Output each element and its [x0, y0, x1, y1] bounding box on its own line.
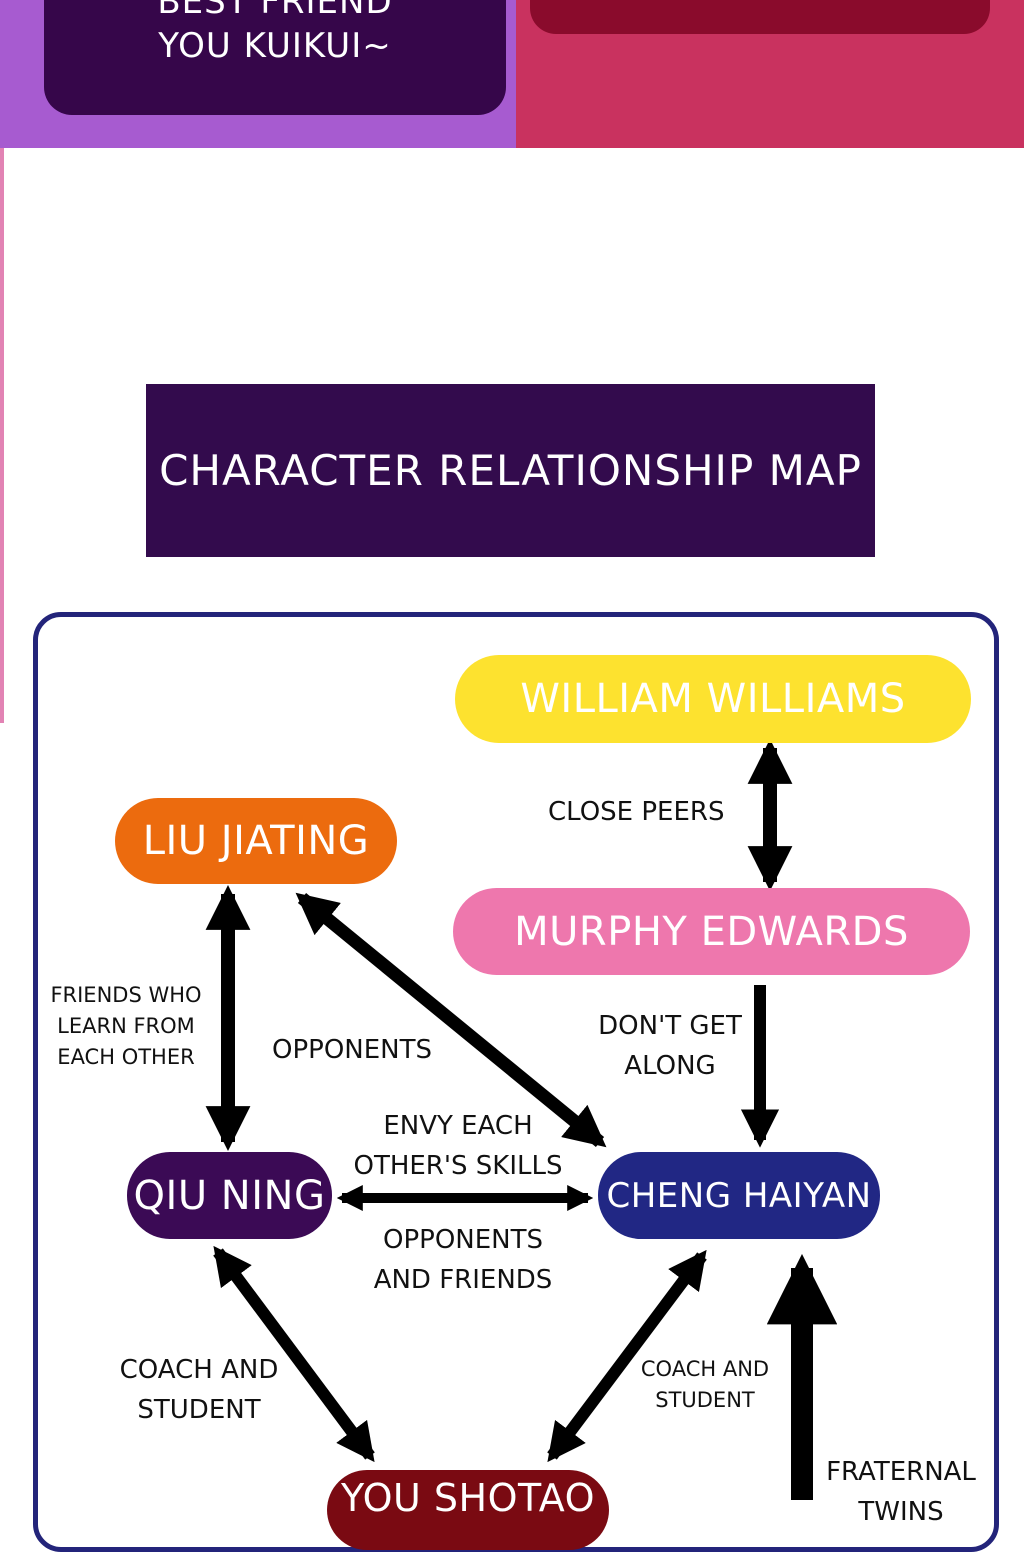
label-opponents: OPPONENTS	[272, 1035, 432, 1065]
relationship-arrows	[205, 739, 838, 1500]
arrow-qiu-you	[213, 1245, 375, 1463]
label-fraternal-line-1: FRATERNAL	[826, 1457, 976, 1487]
best-friend-label: BEST FRIEND	[157, 0, 393, 22]
label-coach-student-right-line-1: COACH AND	[640, 1357, 770, 1381]
best-friend-name: YOU KUIKUI~	[158, 26, 392, 66]
label-dont-get-along: DON'T GET ALONG	[590, 1006, 750, 1086]
label-friends-learn-line-3: EACH OTHER	[57, 1045, 195, 1069]
node-liu-jiating: LIU JIATING	[115, 798, 397, 884]
node-murphy-edwards: MURPHY EDWARDS	[453, 888, 970, 975]
label-envy-line-2: OTHER'S SKILLS	[353, 1151, 563, 1181]
label-coach-student-right-line-2: STUDENT	[655, 1388, 755, 1412]
label-friends-learn: FRIENDS WHO LEARN FROM EACH OTHER	[48, 980, 204, 1073]
page-title: CHARACTER RELATIONSHIP MAP	[159, 446, 862, 495]
label-opponents-friends-line-1: OPPONENTS	[383, 1225, 543, 1255]
node-qiu-ning: QIU NING	[127, 1152, 332, 1239]
left-edge-strip	[0, 148, 4, 723]
label-envy: ENVY EACH OTHER'S SKILLS	[338, 1106, 578, 1186]
label-coach-student-left-line-1: COACH AND	[119, 1355, 279, 1385]
label-friends-learn-line-2: LEARN FROM	[57, 1014, 195, 1038]
label-dont-get-along-line-2: ALONG	[624, 1051, 716, 1081]
title-bar: CHARACTER RELATIONSHIP MAP	[146, 384, 875, 557]
red-card	[530, 0, 990, 34]
arrow-cheng-you	[547, 1249, 707, 1463]
label-coach-student-left: COACH AND STUDENT	[106, 1350, 292, 1430]
node-william-williams: WILLIAM WILLIAMS	[455, 655, 971, 743]
label-coach-student-right: COACH AND STUDENT	[628, 1354, 782, 1416]
node-you-shotao: YOU SHOTAO	[327, 1470, 609, 1550]
arrow-liu-cheng	[295, 892, 607, 1148]
label-opponents-friends: OPPONENTS AND FRIENDS	[350, 1220, 576, 1300]
label-coach-student-left-line-2: STUDENT	[137, 1395, 261, 1425]
label-fraternal: FRATERNAL TWINS	[812, 1452, 990, 1532]
label-envy-line-1: ENVY EACH	[383, 1111, 533, 1141]
node-cheng-haiyan: CHENG HAIYAN	[598, 1152, 880, 1239]
label-friends-learn-line-1: FRIENDS WHO	[50, 983, 202, 1007]
label-fraternal-line-2: TWINS	[858, 1497, 944, 1527]
label-dont-get-along-line-1: DON'T GET	[598, 1011, 742, 1041]
label-opponents-friends-line-2: AND FRIENDS	[373, 1265, 553, 1295]
best-friend-card	[44, 0, 506, 115]
label-close-peers: CLOSE PEERS	[548, 797, 725, 827]
